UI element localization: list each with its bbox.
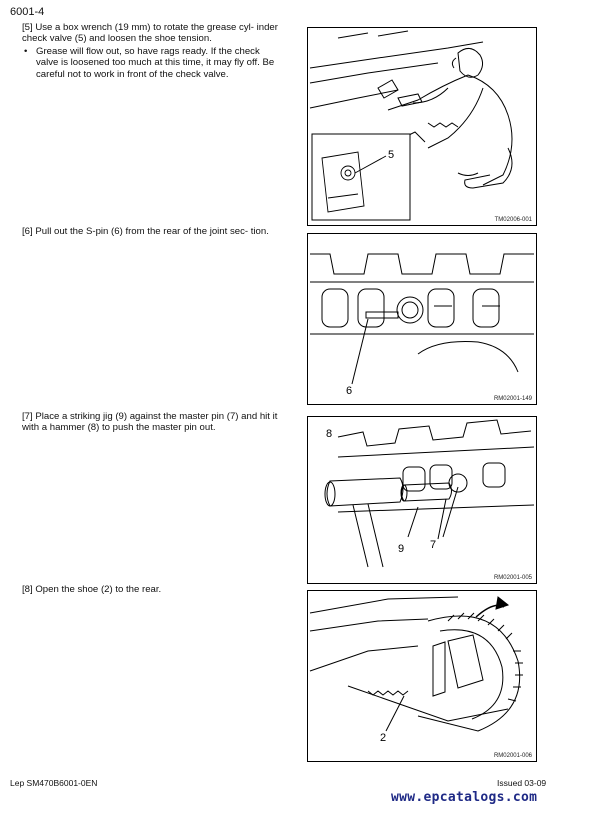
step-8-text: [8] Open the shoe (2) to the rear. xyxy=(22,584,162,595)
open-shoe-illustration: 2 xyxy=(309,596,523,744)
figure-code: RM02001-005 xyxy=(493,575,532,581)
callout-5: 5 xyxy=(388,149,394,161)
step-5-text: [5] Use a box wrench (19 mm) to rotate t… xyxy=(22,22,278,45)
callout-6: 6 xyxy=(346,385,352,397)
figure-code: TM02006-001 xyxy=(494,217,532,223)
figure-s-pin: 6 RM02001-149 xyxy=(307,233,537,405)
figure-code: RM02001-149 xyxy=(493,396,532,402)
callout-8: 8 xyxy=(326,428,332,440)
step-5-note: Grease will flow out, so have rags ready… xyxy=(24,46,284,80)
step-5-notes: Grease will flow out, so have rags ready… xyxy=(22,46,284,80)
step-6-text: [6] Pull out the S-pin (6) from the rear… xyxy=(22,226,269,237)
issue-date: Issued 03-09 xyxy=(497,778,547,788)
document-id: Lep SM470B6001-0EN xyxy=(10,778,98,788)
page-number: 6001-4 xyxy=(10,6,45,18)
figure-open-shoe: 2 RM02001-006 xyxy=(307,590,537,762)
figure-grease-valve: 5 TM02006-001 xyxy=(307,27,537,226)
step-7: [7] Place a striking jig (9) against the… xyxy=(22,411,284,434)
step-6: [6] Pull out the S-pin (6) from the rear… xyxy=(22,226,284,237)
watermark-link[interactable]: www.epcatalogs.com xyxy=(391,790,538,805)
callout-2: 2 xyxy=(380,732,386,744)
step-7-text: [7] Place a striking jig (9) against the… xyxy=(22,411,278,434)
step-5: [5] Use a box wrench (19 mm) to rotate t… xyxy=(22,22,284,80)
s-pin-illustration: 6 xyxy=(310,253,534,397)
figure-master-pin: 8 9 7 RM02001-005 xyxy=(307,416,537,584)
step-8: [8] Open the shoe (2) to the rear. xyxy=(22,584,284,595)
master-pin-illustration: 8 9 7 xyxy=(324,419,535,568)
figure-code: RM02001-006 xyxy=(493,753,532,759)
callout-9: 9 xyxy=(398,543,404,555)
grease-valve-illustration: 5 xyxy=(309,30,513,221)
callout-7: 7 xyxy=(430,539,436,551)
